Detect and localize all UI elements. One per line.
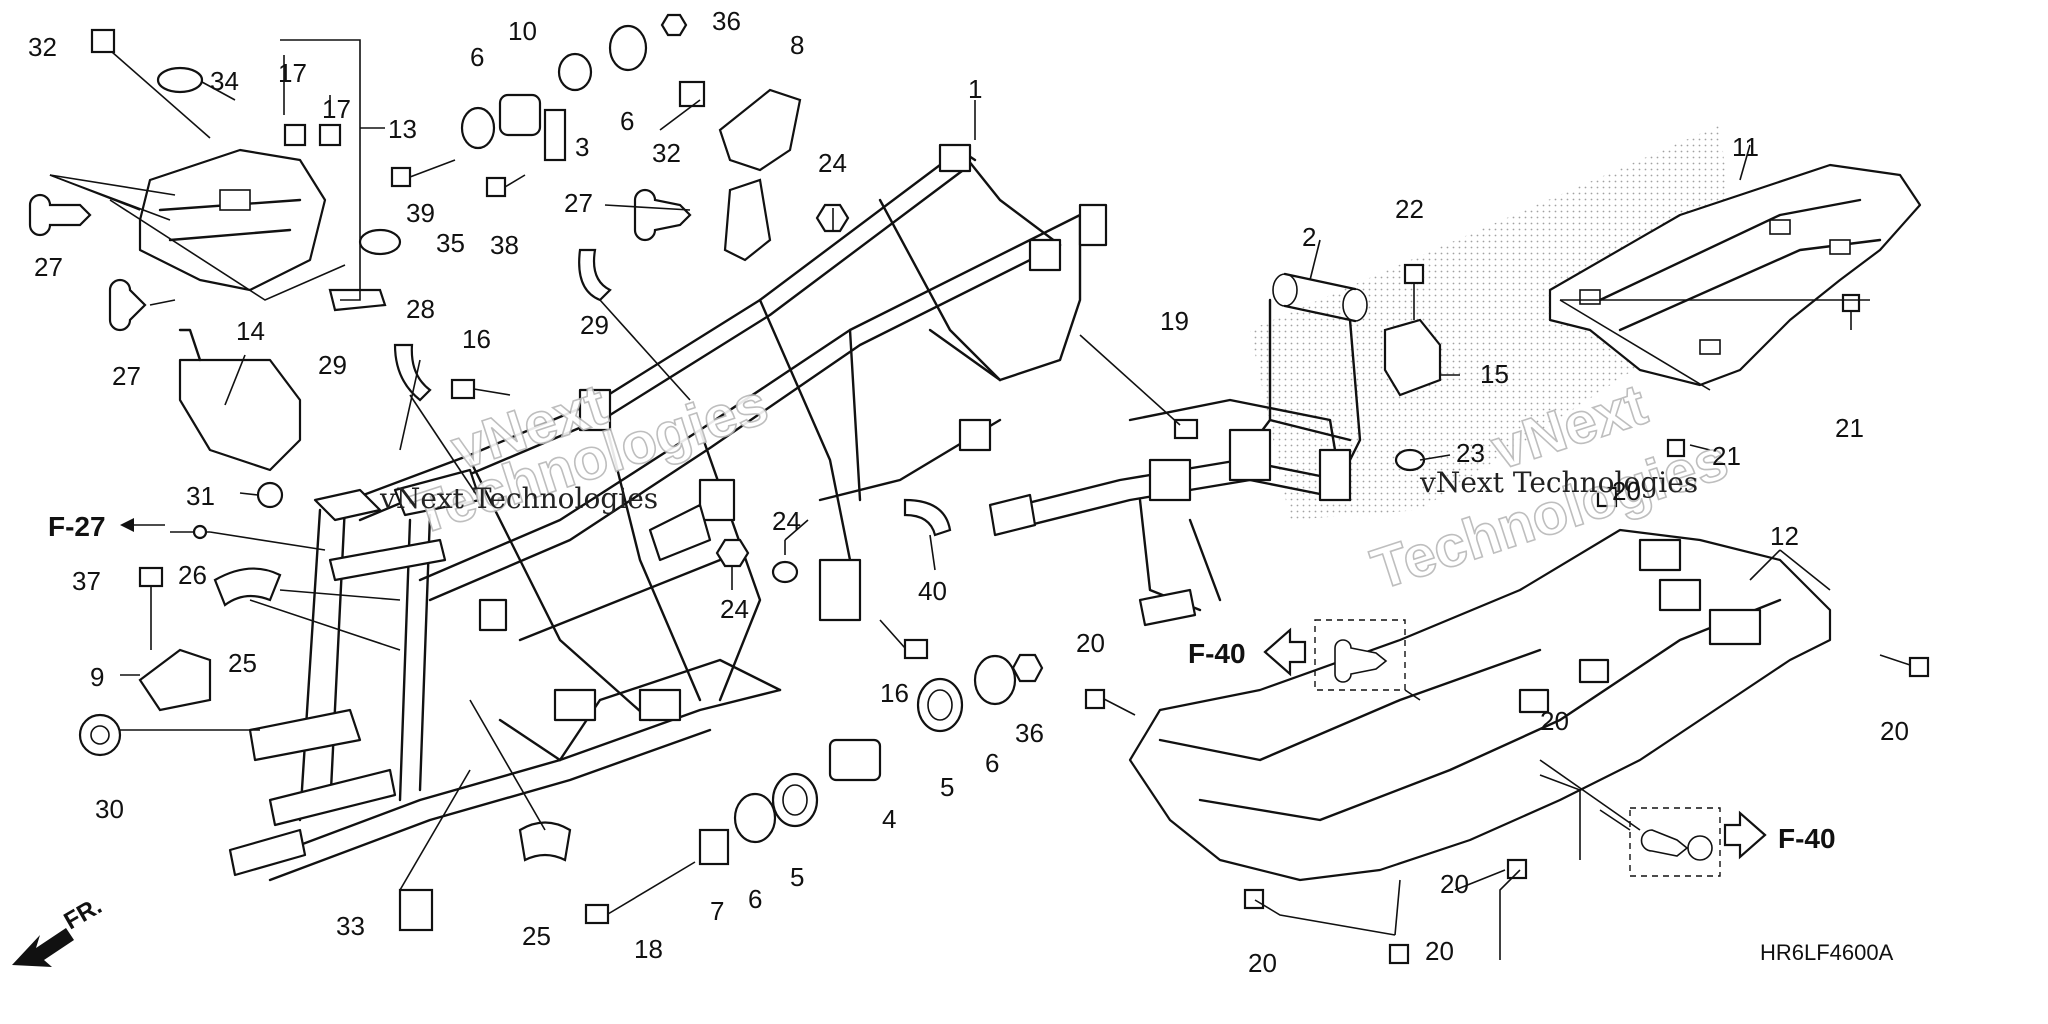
callout-9[interactable]: 9 (90, 662, 104, 692)
callout-5a[interactable]: 5 (790, 862, 804, 892)
callout-11[interactable]: 11 (1732, 132, 1759, 162)
callout-40[interactable]: 40 (918, 576, 947, 606)
main-frame (228, 143, 1108, 882)
callout-15[interactable]: 15 (1480, 359, 1509, 389)
callout-16a[interactable]: 16 (880, 678, 909, 708)
callout-20a[interactable]: 20 (1612, 476, 1641, 506)
callout-27a[interactable]: 27 (34, 252, 63, 282)
callout-23[interactable]: 23 (1456, 438, 1485, 468)
front-marker: FR. (60, 892, 107, 935)
callout-20b[interactable]: 20 (1880, 716, 1909, 746)
ref-f27[interactable]: F-27 (48, 511, 106, 542)
callout-6c[interactable]: 6 (470, 42, 484, 72)
shaded-region (1250, 125, 1740, 520)
callout-27b[interactable]: 27 (112, 361, 141, 391)
ref-f40-left[interactable]: F-40 (1188, 638, 1246, 669)
ref-arrows (12, 518, 1767, 967)
callout-20f[interactable]: 20 (1425, 936, 1454, 966)
skid-plate-lower (1128, 528, 1832, 882)
callout-33[interactable]: 33 (336, 911, 365, 941)
callout-20g[interactable]: 20 (1540, 706, 1569, 736)
callout-38[interactable]: 38 (490, 230, 519, 260)
callout-6d[interactable]: 6 (620, 106, 634, 136)
watermark-small-2: vNext Technologies (1419, 466, 1698, 499)
callout-37[interactable]: 37 (72, 566, 101, 596)
callout-1[interactable]: 1 (968, 74, 982, 104)
callout-30[interactable]: 30 (95, 794, 124, 824)
callout-21b[interactable]: 21 (1712, 441, 1741, 471)
callout-31[interactable]: 31 (186, 481, 215, 511)
callout-13[interactable]: 13 (388, 114, 417, 144)
callout-2[interactable]: 2 (1302, 222, 1316, 252)
callout-24b[interactable]: 24 (772, 506, 801, 536)
diagram-code: HR6LF4600A (1760, 940, 1894, 965)
callout-17b[interactable]: 17 (322, 94, 351, 124)
callout-36b[interactable]: 36 (712, 6, 741, 36)
arrow-left-outline-icon (1263, 627, 1307, 677)
watermark-small-1: vNext Technologies (379, 482, 658, 515)
callout-19[interactable]: 19 (1160, 306, 1189, 336)
callout-4[interactable]: 4 (882, 804, 896, 834)
front-guard (138, 148, 327, 292)
callout-20d[interactable]: 20 (1440, 869, 1469, 899)
side-bracket (178, 328, 302, 472)
callout-36a[interactable]: 36 (1015, 718, 1044, 748)
callout-29b[interactable]: 29 (580, 310, 609, 340)
callout-32b[interactable]: 32 (652, 138, 681, 168)
callout-5b[interactable]: 5 (940, 772, 954, 802)
arrow-left-icon (120, 518, 134, 532)
rear-subframe (988, 272, 1368, 627)
callout-14[interactable]: 14 (236, 316, 265, 346)
callout-21a[interactable]: 21 (1835, 413, 1864, 443)
callout-26[interactable]: 26 (178, 560, 207, 590)
callout-28[interactable]: 28 (406, 294, 435, 324)
callout-20e[interactable]: 20 (1248, 948, 1277, 978)
callout-29a[interactable]: 29 (318, 350, 347, 380)
callout-12[interactable]: 12 (1770, 521, 1799, 551)
callout-24c[interactable]: 24 (818, 148, 847, 178)
callout-3[interactable]: 3 (575, 132, 589, 162)
callout-25b[interactable]: 25 (522, 921, 551, 951)
callout-27c[interactable]: 27 (564, 188, 593, 218)
callout-6b[interactable]: 6 (985, 748, 999, 778)
callout-6a[interactable]: 6 (748, 884, 762, 914)
callout-39[interactable]: 39 (406, 198, 435, 228)
callout-24a[interactable]: 24 (720, 594, 749, 624)
front-arrow-icon (12, 928, 74, 967)
callout-10[interactable]: 10 (508, 16, 537, 46)
leader-lines (49, 39, 1870, 960)
callout-22[interactable]: 22 (1395, 194, 1424, 224)
ref-f40-right[interactable]: F-40 (1778, 823, 1836, 854)
callout-34[interactable]: 34 (210, 66, 239, 96)
callout-7[interactable]: 7 (710, 896, 724, 926)
callout-35[interactable]: 35 (436, 228, 465, 258)
callout-32[interactable]: 32 (28, 32, 57, 62)
callout-8[interactable]: 8 (790, 30, 804, 60)
callout-17a[interactable]: 17 (278, 58, 307, 88)
callout-16b[interactable]: 16 (462, 324, 491, 354)
callout-20c[interactable]: 20 (1076, 628, 1105, 658)
callouts: 32 34 17 17 13 27 27 14 31 26 37 9 30 25… (28, 6, 1909, 978)
callout-18[interactable]: 18 (634, 934, 663, 964)
callout-25a[interactable]: 25 (228, 648, 257, 678)
arrow-right-outline-icon (1723, 810, 1767, 860)
